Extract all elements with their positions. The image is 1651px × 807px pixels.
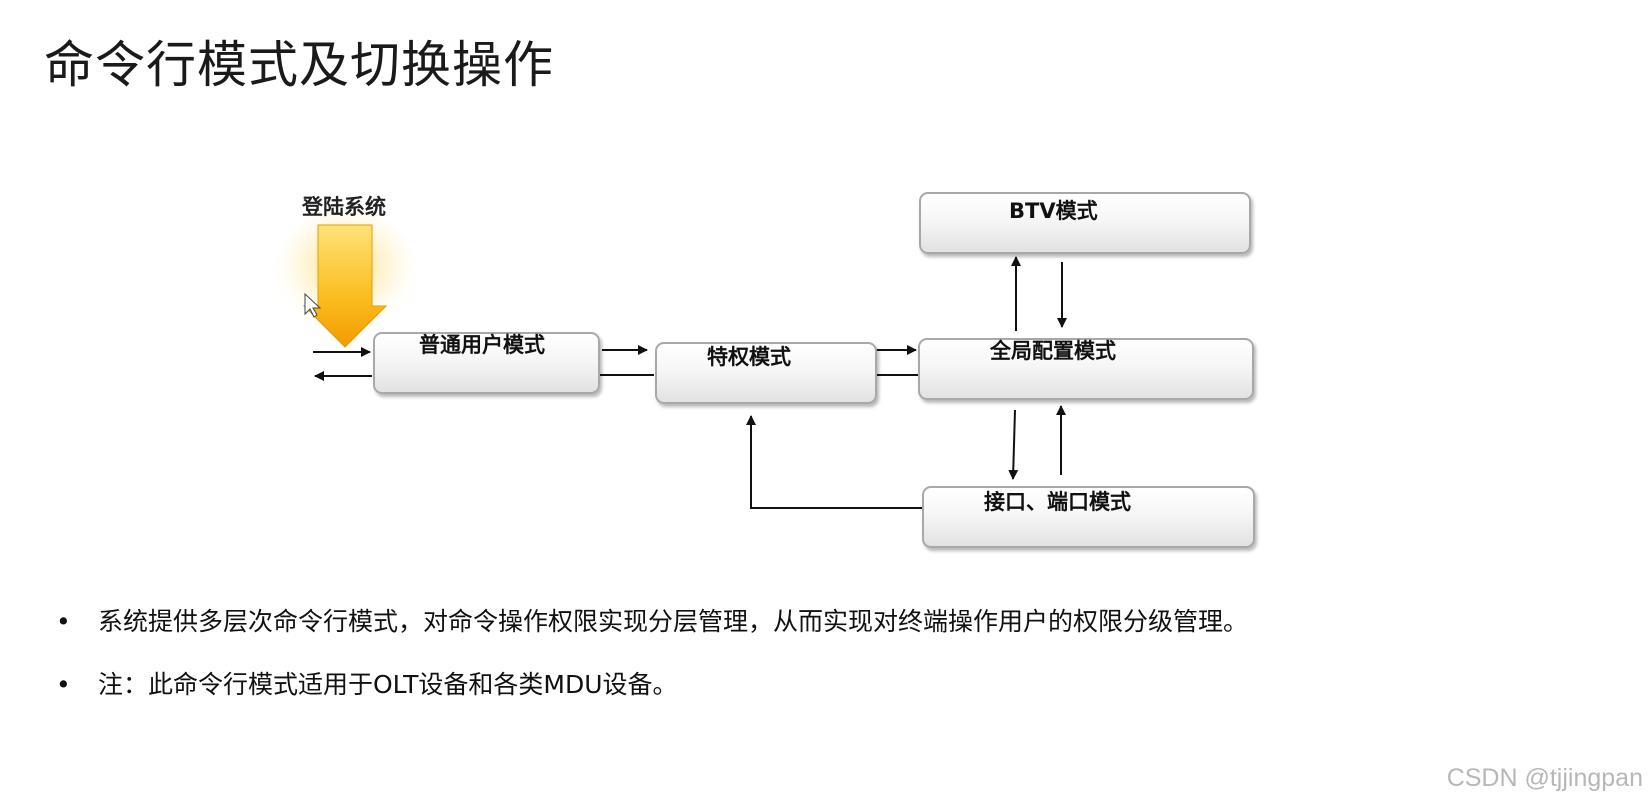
login-system-label: 登陆系统 [302,195,386,219]
user-mode-box [373,332,600,394]
bullet-item: • 系统提供多层次命令行模式，对命令操作权限实现分层管理，从而实现对终端操作用户… [56,600,1616,644]
bullet-item: • 注：此命令行模式适用于OLT设备和各类MDU设备。 [56,663,1616,707]
bullet-dot: • [56,670,71,699]
mouse-cursor-icon [304,292,322,318]
arrow-interface-to-privileged [746,415,922,509]
interface-mode-box [922,486,1255,548]
watermark: CSDN @tjjingpan [1446,764,1643,792]
global-config-mode-box [918,338,1254,400]
bullet-text: 系统提供多层次命令行模式，对命令操作权限实现分层管理，从而实现对终端操作用户的权… [98,607,1249,636]
global-config-mode-label: 全局配置模式 [990,339,1116,363]
user-mode-label: 普通用户模式 [419,333,545,357]
btv-mode-label: BTV模式 [1009,199,1098,223]
privileged-mode-label: 特权模式 [707,345,791,369]
page-title: 命令行模式及切换操作 [44,36,554,94]
privileged-mode-box [655,342,877,404]
interface-mode-label: 接口、端口模式 [984,490,1131,514]
bullet-dot: • [56,607,71,636]
btv-mode-box [919,192,1251,254]
bullet-list: • 系统提供多层次命令行模式，对命令操作权限实现分层管理，从而实现对终端操作用户… [56,600,1616,726]
arrow-global-to-interface [1008,409,1019,480]
bullet-text: 注：此命令行模式适用于OLT设备和各类MDU设备。 [98,670,678,699]
